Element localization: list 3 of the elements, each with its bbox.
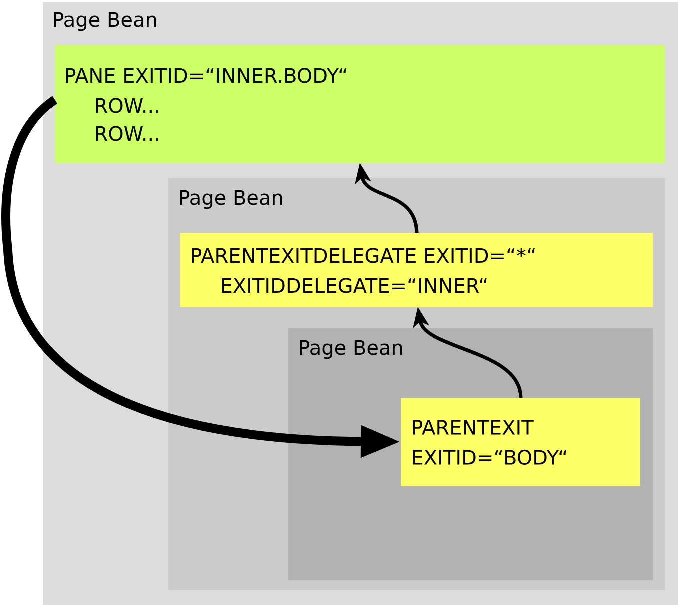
code-box: PANE EXITID=“INNER.BODY“ ROW... ROW... bbox=[55, 45, 666, 164]
code-box: PARENTEXIT EXITID=“BODY“ bbox=[401, 398, 640, 486]
code-box: PARENTEXITDELEGATE EXITID=“*“ EXITIDDELEGATE=“INNER“ bbox=[180, 233, 654, 308]
